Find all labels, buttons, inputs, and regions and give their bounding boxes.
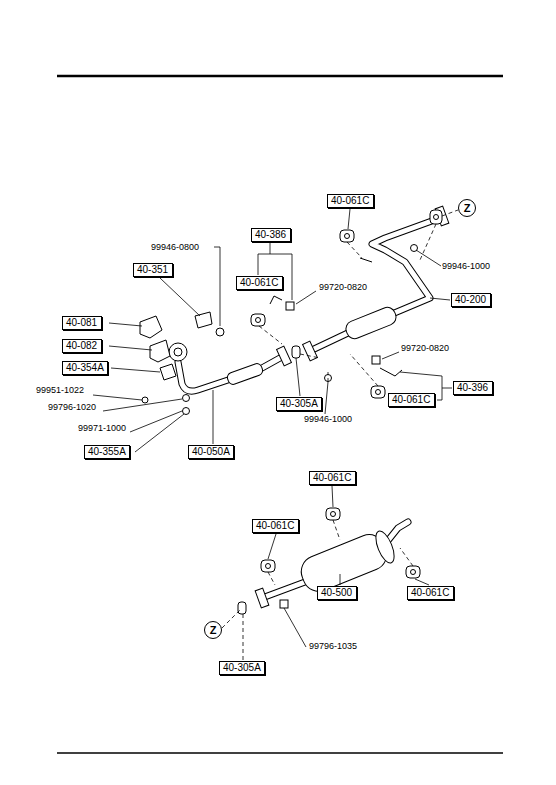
part-number-label: 99946-1000 bbox=[303, 414, 353, 424]
part-number-label: 99946-1000 bbox=[441, 261, 491, 271]
part-number-box: 40-355A bbox=[84, 445, 130, 459]
part-number-label: 99951-1022 bbox=[35, 385, 85, 395]
part-number-box: 40-061C bbox=[388, 393, 435, 407]
part-number: 40-386 bbox=[255, 229, 286, 240]
part-number: 40-305A bbox=[280, 398, 318, 409]
part-number: 40-082 bbox=[66, 340, 97, 351]
part-number-box: 40-050A bbox=[188, 445, 234, 459]
part-number: 40-061C bbox=[256, 520, 294, 531]
part-number-label: 99796-1020 bbox=[47, 402, 97, 412]
part-number: 40-351 bbox=[137, 264, 168, 275]
part-number: 40-061C bbox=[313, 472, 351, 483]
part-number: 40-050A bbox=[192, 446, 230, 457]
part-number-box: 40-081 bbox=[62, 316, 102, 330]
part-number: 40-061C bbox=[240, 277, 278, 288]
part-number: 40-061C bbox=[411, 587, 449, 598]
part-number-box: 40-061C bbox=[407, 586, 454, 600]
part-number: 40-061C bbox=[392, 394, 430, 405]
part-number-box: 40-061C bbox=[252, 519, 299, 533]
part-number: Z bbox=[210, 624, 217, 636]
reference-circle: Z bbox=[458, 199, 476, 217]
part-number-box: 40-061C bbox=[327, 194, 374, 208]
reference-circle: Z bbox=[204, 621, 222, 639]
part-number-box: 40-396 bbox=[453, 381, 493, 395]
part-number: Z bbox=[464, 202, 471, 214]
part-number-box: 40-351 bbox=[133, 263, 173, 277]
part-number: 40-354A bbox=[66, 362, 104, 373]
part-number-label: 99720-0820 bbox=[318, 282, 368, 292]
part-number-label: 99946-0800 bbox=[150, 242, 200, 252]
part-number-label: 99796-1035 bbox=[308, 641, 358, 651]
part-number-box: 40-200 bbox=[451, 293, 491, 307]
part-number-box: 40-500 bbox=[317, 586, 357, 600]
part-number-label: 99720-0820 bbox=[400, 343, 450, 353]
part-number: 40-500 bbox=[321, 587, 352, 598]
part-number: 40-081 bbox=[66, 317, 97, 328]
part-number: 40-396 bbox=[457, 382, 488, 393]
part-number-box: 40-061C bbox=[236, 276, 283, 290]
part-number: 40-305A bbox=[223, 662, 261, 673]
part-number: 40-061C bbox=[331, 195, 369, 206]
part-number-box: 40-061C bbox=[309, 471, 356, 485]
part-number-box: 40-354A bbox=[62, 361, 108, 375]
part-number-box: 40-305A bbox=[219, 661, 265, 675]
part-number: 40-355A bbox=[88, 446, 126, 457]
part-number-box: 40-305A bbox=[276, 397, 322, 411]
part-number-box: 40-082 bbox=[62, 339, 102, 353]
part-number-label: 99971-1000 bbox=[77, 423, 127, 433]
part-number: 40-200 bbox=[455, 294, 486, 305]
part-number-box: 40-386 bbox=[251, 228, 291, 242]
